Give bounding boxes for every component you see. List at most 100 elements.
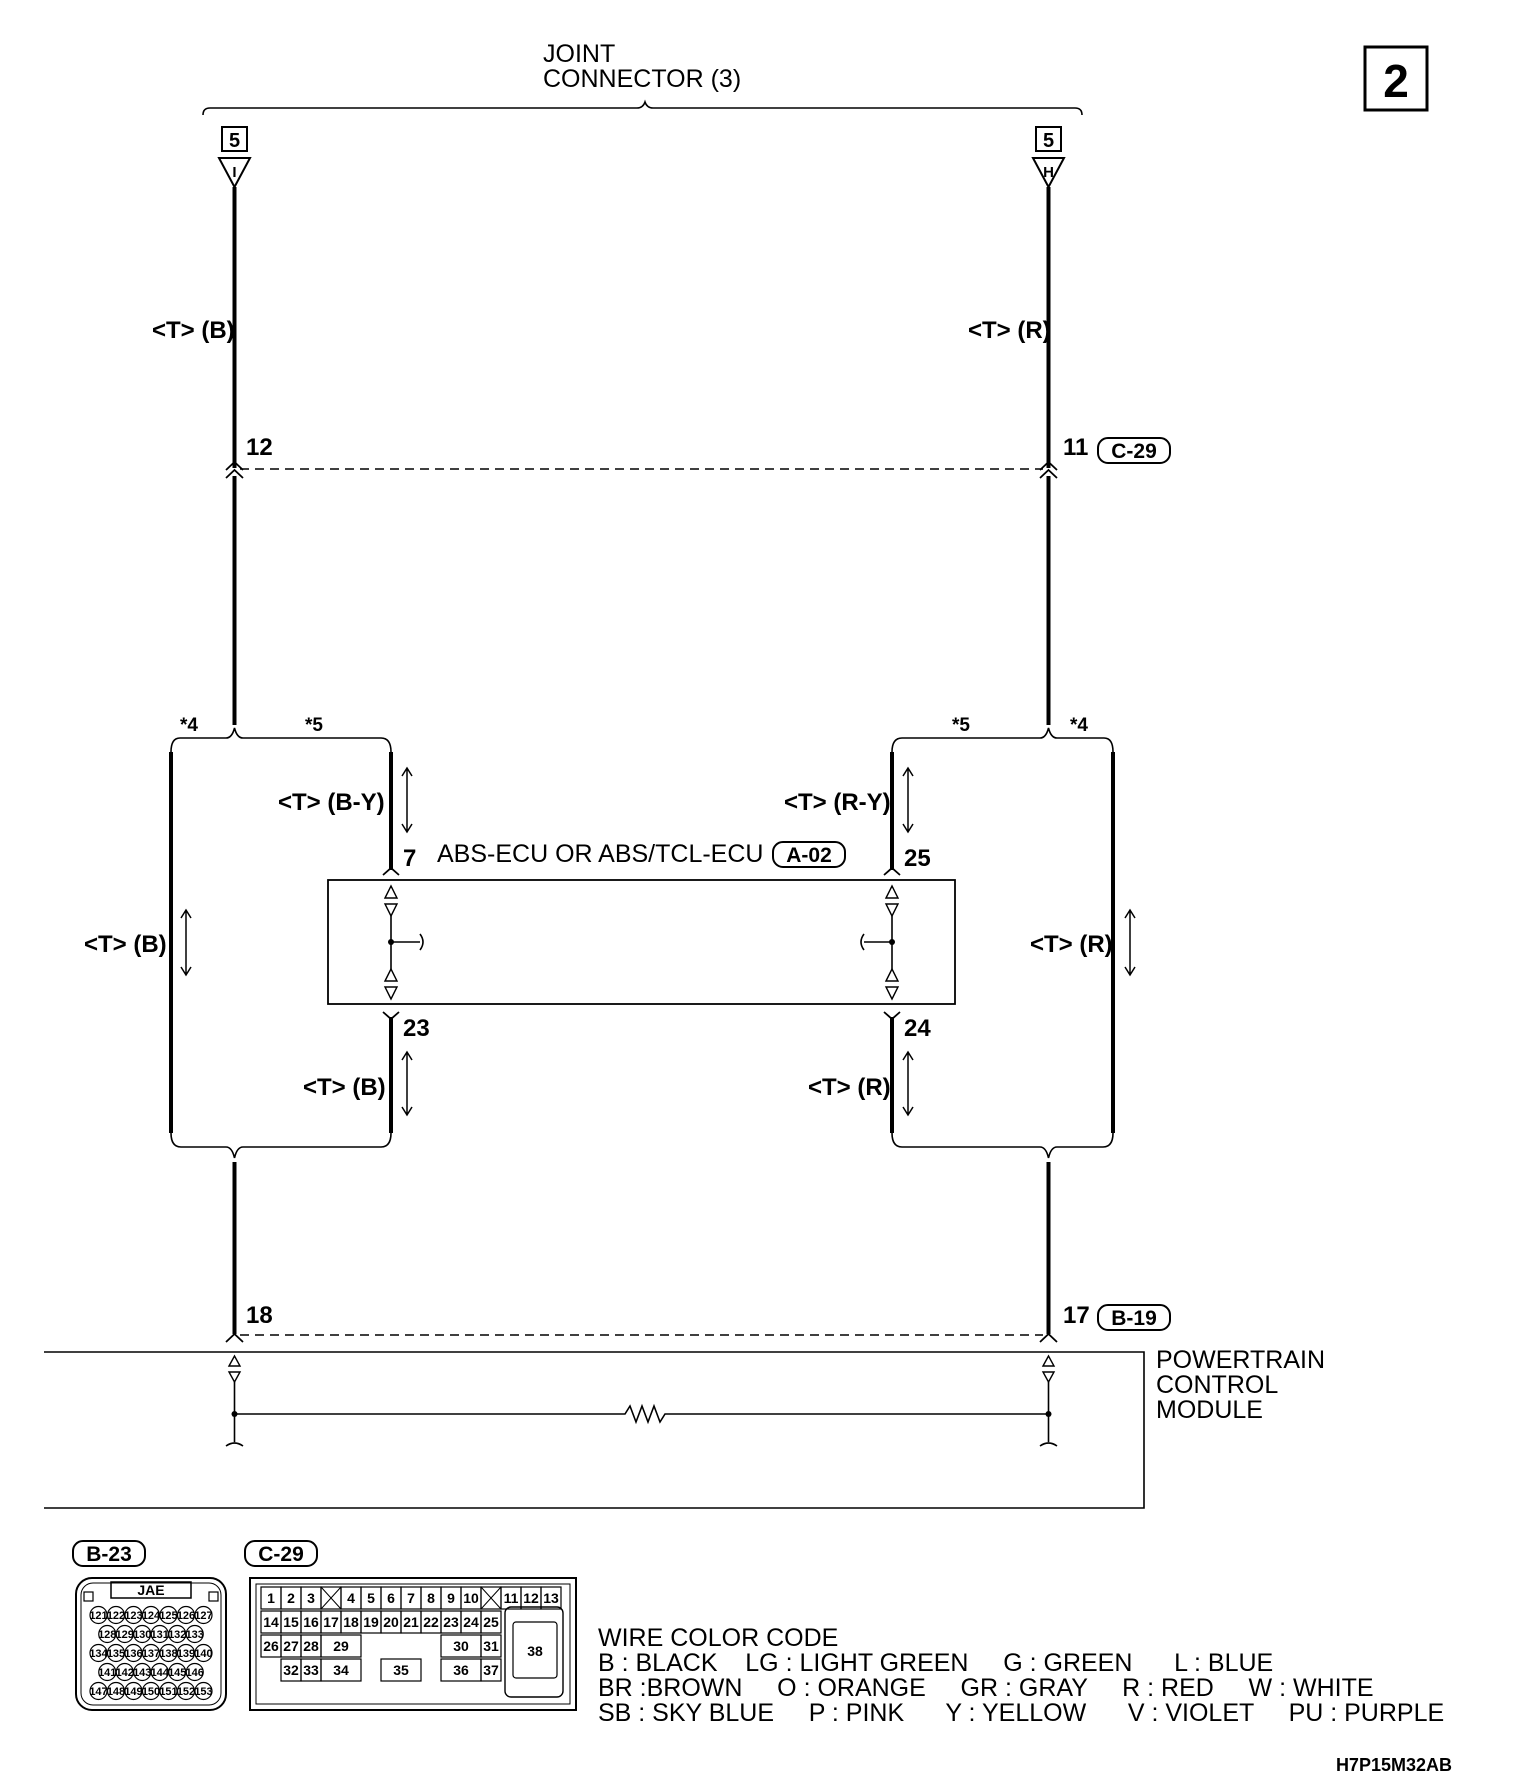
b23-pin-number: 142: [116, 1667, 134, 1679]
c29-pin-number: 34: [333, 1662, 349, 1678]
c29-pin-number: 9: [447, 1590, 455, 1606]
wire-label-inner-right-bottom: <T> (R): [808, 1074, 891, 1101]
c29-pin-number: 25: [483, 1614, 499, 1630]
b23-pin-number: 147: [89, 1686, 107, 1698]
ecu-label: ABS-ECU OR ABS/TCL-ECU: [437, 840, 763, 868]
connector-c29-tag: C-29: [1111, 440, 1157, 463]
connector-c29-face-tag: C-29: [258, 1543, 304, 1566]
c29-pin-number: 28: [303, 1638, 319, 1654]
c29-pin-number: 33: [303, 1662, 319, 1678]
c29-pin-number: 36: [453, 1662, 469, 1678]
wire-label-inner-right-top: <T> (R-Y): [784, 789, 891, 816]
c29-pin-number: 8: [427, 1590, 435, 1606]
wire-label-top-right: <T> (R): [968, 317, 1051, 344]
wire-label-inner-left-bottom: <T> (B): [303, 1074, 386, 1101]
b23-pin-number: 149: [124, 1686, 142, 1698]
b23-pin-number: 146: [186, 1667, 204, 1679]
b23-pin-number: 130: [133, 1629, 151, 1641]
pcm-label-2: CONTROL: [1156, 1371, 1278, 1399]
b23-header: JAE: [137, 1582, 164, 1598]
c29-pin-number: 26: [263, 1638, 279, 1654]
pin-17: 17: [1063, 1302, 1090, 1329]
pcm-box: POWERTRAIN CONTROL MODULE: [44, 1346, 1325, 1509]
variant-right: *5 *4: [891, 715, 1114, 753]
c29-pin-number: 30: [453, 1638, 469, 1654]
diagram-code: H7P15M32AB: [1336, 1755, 1452, 1775]
b23-pin-number: 129: [116, 1629, 134, 1641]
page-number: 2: [1383, 55, 1409, 107]
wire-inner-left-bottom: [382, 1011, 413, 1133]
resistor-icon: [234, 1403, 1049, 1425]
c29-pin-number: 7: [407, 1590, 415, 1606]
c29-pin-number: 15: [283, 1614, 299, 1630]
b23-pin-number: 137: [142, 1648, 160, 1660]
variant-left-a: *4: [180, 715, 198, 736]
wire-label-inner-left-top: <T> (B-Y): [278, 789, 385, 816]
brace-lower-left: [170, 1132, 392, 1159]
c29-pin-number: 23: [443, 1614, 459, 1630]
b23-pin-number: 139: [177, 1648, 195, 1660]
b23-pin-number: 145: [168, 1667, 186, 1679]
c29-pin-number: 20: [383, 1614, 399, 1630]
joint-connector: JOINT CONNECTOR (3) 5 I 5 H: [202, 40, 1083, 190]
b23-pin-number: 125: [159, 1610, 177, 1622]
b23-pin-number: 126: [177, 1610, 195, 1622]
connector-c29-line: 12 11 C-29: [240, 434, 1171, 470]
b23-pin-number: 151: [159, 1686, 177, 1698]
c29-pin-number: 1: [267, 1590, 275, 1606]
b23-pin-number: 143: [133, 1667, 151, 1679]
wire-top-right: [1039, 187, 1058, 725]
b23-pin: [185, 1624, 204, 1644]
c29-pin-number: 19: [363, 1614, 379, 1630]
b23-pin-number: 152: [177, 1686, 195, 1698]
wire-bottom-right: [1039, 1162, 1058, 1343]
b23-pin-number: 138: [159, 1648, 177, 1660]
c29-pin-number: 37: [483, 1662, 499, 1678]
c29-pin-number: 22: [423, 1614, 439, 1630]
b23-pin-number: 140: [194, 1648, 212, 1660]
c29-cell: [320, 1658, 362, 1682]
pin-12: 12: [246, 434, 273, 461]
b23-pin-number: 148: [107, 1686, 125, 1698]
c29-pin-number: 14: [263, 1614, 279, 1630]
c29-cell: [480, 1610, 502, 1634]
b23-pin-number: 128: [98, 1629, 116, 1641]
pcm-label-3: MODULE: [1156, 1396, 1263, 1424]
c29-cell: [540, 1586, 562, 1610]
c29-pin-number: 31: [483, 1638, 499, 1654]
c29-pin-number: 4: [347, 1590, 355, 1606]
c29-pin-number: 10: [463, 1590, 479, 1606]
b23-pin-number: 122: [107, 1610, 125, 1622]
c29-cell: [480, 1634, 502, 1658]
b23-pin-number: 153: [194, 1686, 212, 1698]
connector-a02-tag: A-02: [772, 841, 846, 868]
c29-pin-number: 38: [527, 1643, 543, 1659]
b23-pin-number: 127: [194, 1610, 212, 1622]
c29-pin-number: 35: [393, 1662, 409, 1678]
wire-top-left: [225, 187, 244, 725]
b23-pin: [185, 1662, 204, 1682]
c29-pin-number: 21: [403, 1614, 419, 1630]
joint-left-pin: 5: [229, 130, 240, 152]
wire-color-code-title: WIRE COLOR CODE: [598, 1624, 838, 1652]
wire-label-outer-left: <T> (B): [84, 931, 167, 958]
pin-11: 11: [1063, 434, 1088, 461]
pin-24: 24: [904, 1015, 931, 1042]
page-number-box: 2: [1363, 45, 1429, 112]
c29-pin-number: 12: [523, 1590, 539, 1606]
joint-connector-label-2: CONNECTOR (3): [543, 65, 741, 93]
b23-pin-number: 150: [142, 1686, 160, 1698]
c29-cell: [380, 1658, 422, 1682]
c29-pin-number: 3: [307, 1590, 315, 1606]
c29-cell-38: [504, 1606, 564, 1698]
c29-pin-number: 11: [504, 1590, 519, 1606]
wire-color-code-line-2: BR :BROWN O : ORANGE GR : GRAY R : RED W…: [598, 1674, 1374, 1702]
ecu-box: [327, 879, 956, 1005]
b23-pin-number: 133: [186, 1629, 204, 1641]
c29-pin-number: 2: [287, 1590, 295, 1606]
joint-connector-label-1: JOINT: [543, 40, 615, 68]
wire-inner-right-bottom: [883, 1011, 914, 1133]
b23-pin-number: 144: [151, 1667, 170, 1679]
